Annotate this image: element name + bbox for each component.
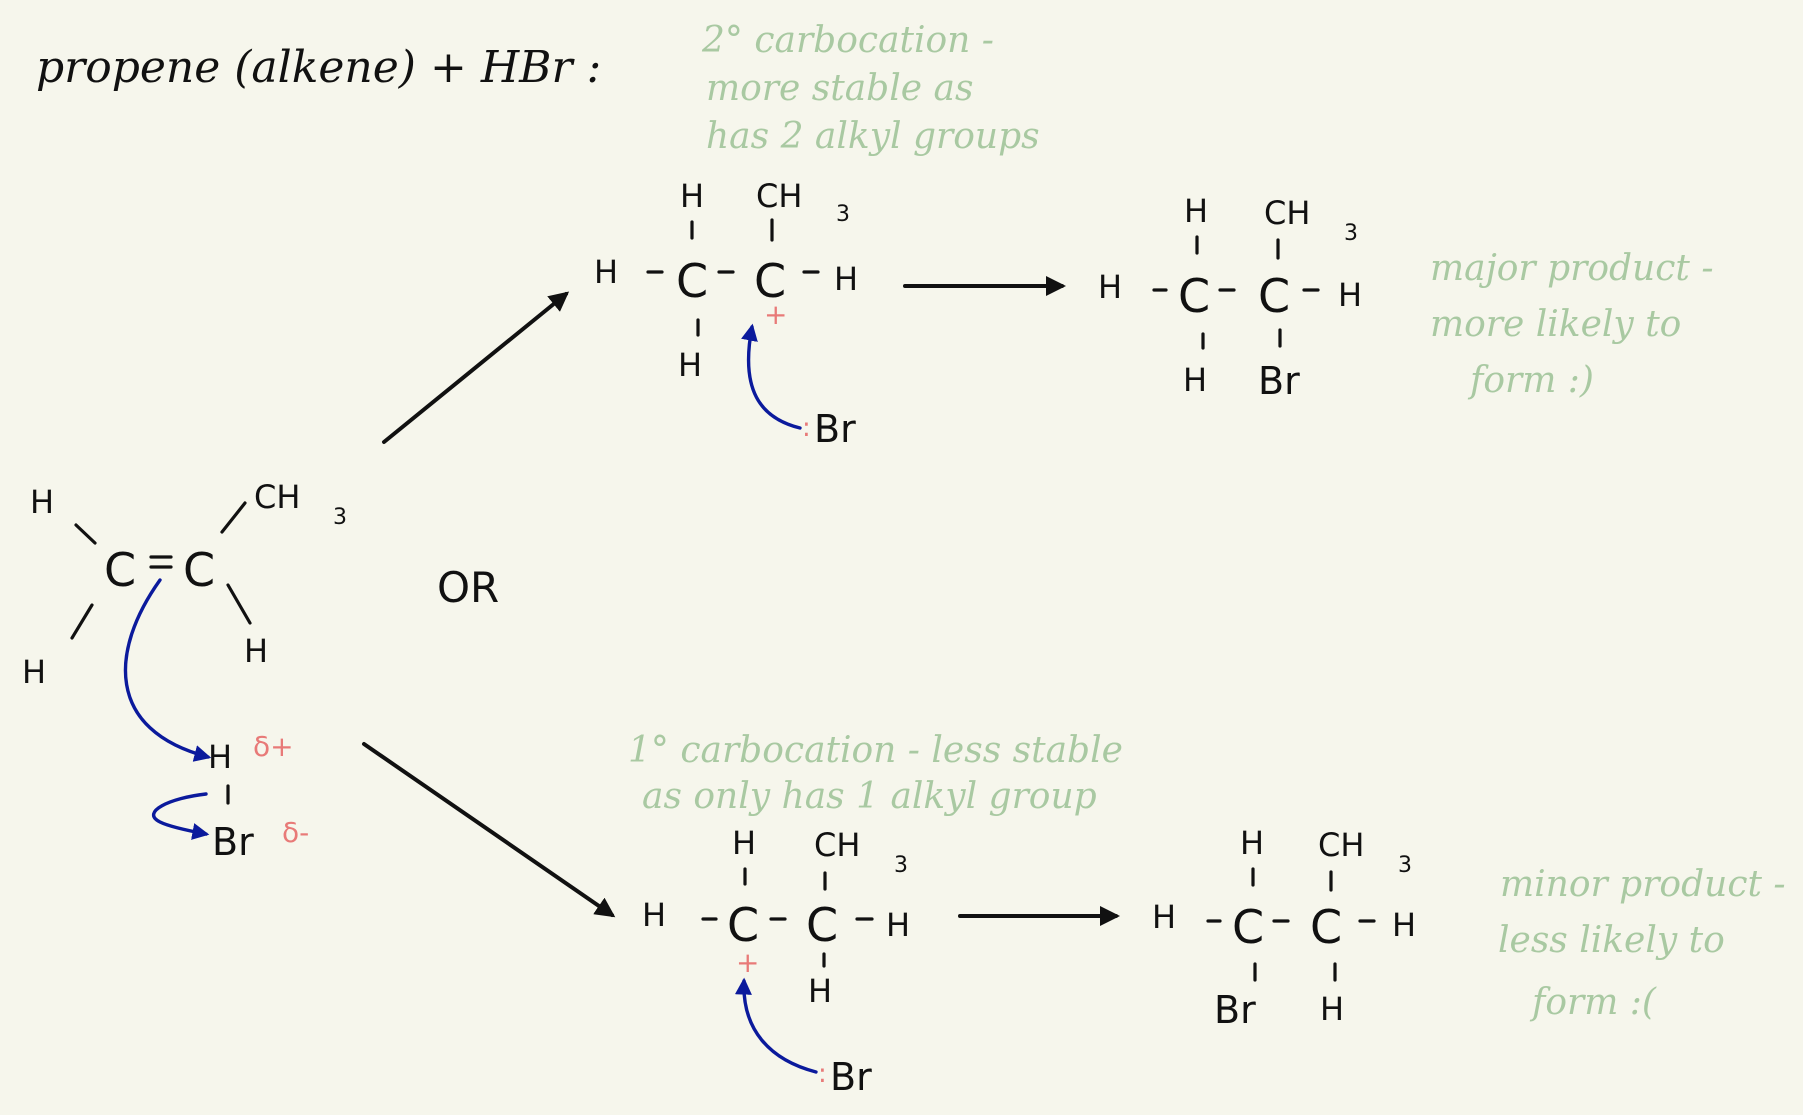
atom-ch3-group: CH	[1264, 194, 1310, 232]
propene-h-top-left: H	[30, 483, 54, 521]
note-line: form :(	[1529, 982, 1657, 1023]
atom-h: H	[1184, 192, 1208, 230]
delta-minus-label: δ-	[282, 816, 309, 849]
hbr-br: Br	[212, 820, 254, 864]
bromide-ion: Br	[814, 407, 856, 451]
curly-arrow-bromide-attack	[741, 323, 802, 430]
atom-h: H	[680, 177, 704, 215]
atom-c-cationic: C	[754, 254, 786, 308]
propene-c1: C	[104, 543, 136, 597]
atom-h: H	[1392, 906, 1416, 944]
ch3-subscript: 3	[1398, 853, 1412, 878]
note-minor-product: minor product - less likely to form :(	[1498, 864, 1786, 1023]
ch3-subscript: 3	[1344, 221, 1358, 246]
delta-plus-label: δ+	[253, 730, 294, 763]
note-line: major product -	[1430, 248, 1713, 289]
minor-product-molecule: H CH 3 H C C H Br H	[1152, 824, 1416, 1032]
atom-h: H	[1320, 990, 1344, 1028]
atom-ch3-group: CH	[814, 826, 860, 864]
note-line: minor product -	[1500, 864, 1786, 905]
atom-c: C	[676, 254, 708, 308]
propene-ch3-group: CH	[254, 478, 300, 516]
hbr-molecule: H δ+ Br δ-	[208, 730, 309, 864]
note-secondary-carbocation: 2° carbocation - more stable as has 2 al…	[701, 20, 1040, 157]
bond	[70, 603, 94, 640]
atom-h: H	[594, 253, 618, 291]
bond	[226, 583, 252, 625]
note-primary-carbocation: 1° carbocation - less stable as only has…	[628, 730, 1123, 817]
atom-h: H	[1338, 276, 1362, 314]
atom-c: C	[1258, 269, 1290, 323]
atom-c: C	[1232, 900, 1264, 954]
atom-h: H	[678, 346, 702, 384]
page-title: propene (alkene) + HBr :	[36, 42, 601, 93]
atom-br: Br	[1214, 988, 1256, 1032]
note-line: has 2 alkyl groups	[706, 116, 1040, 157]
ch3-subscript: 3	[894, 853, 908, 878]
atom-h: H	[1183, 361, 1207, 399]
hbr-h: H	[208, 738, 232, 776]
atom-br: Br	[1258, 359, 1300, 403]
bond	[74, 523, 97, 545]
major-product-molecule: H CH 3 H C C H H Br	[1098, 192, 1362, 403]
secondary-carbocation: H CH 3 H C C H + H : Br	[594, 177, 858, 451]
note-line: 2° carbocation -	[701, 20, 994, 61]
positive-charge: +	[764, 298, 787, 331]
atom-h: H	[1240, 824, 1264, 862]
bromide-ion: Br	[830, 1055, 872, 1099]
atom-h: H	[1098, 268, 1122, 306]
propene-h-bottom-left: H	[22, 653, 46, 691]
note-line: 1° carbocation - less stable	[628, 730, 1123, 771]
bond	[220, 501, 247, 534]
note-major-product: major product - more likely to form :)	[1430, 248, 1713, 401]
arrow-to-secondary-carbocation	[382, 291, 570, 444]
arrow-to-primary-carbocation	[362, 742, 616, 918]
atom-c: C	[1310, 900, 1342, 954]
atom-h: H	[642, 896, 666, 934]
lone-pair: :	[818, 1059, 827, 1089]
curly-arrow-bromide-attack	[734, 977, 818, 1074]
note-line: as only has 1 alkyl group	[642, 776, 1097, 817]
atom-c-cationic: C	[727, 898, 759, 952]
atom-h: H	[1152, 898, 1176, 936]
atom-ch3-group: CH	[756, 177, 802, 215]
ch3-subscript: 3	[836, 202, 850, 227]
atom-c: C	[1178, 269, 1210, 323]
atom-h: H	[834, 260, 858, 298]
primary-carbocation: H CH 3 H C C H + H : Br	[642, 824, 910, 1099]
or-label: OR	[437, 563, 499, 612]
atom-h: H	[732, 824, 756, 862]
propene-ch3-subscript: 3	[333, 505, 347, 530]
propene-h-bottom-right: H	[244, 632, 268, 670]
note-line: less likely to	[1498, 920, 1725, 961]
note-line: form :)	[1467, 360, 1594, 401]
atom-h: H	[886, 906, 910, 944]
atom-ch3-group: CH	[1318, 826, 1364, 864]
curly-arrow-hbr-heterolysis	[151, 792, 210, 840]
propene-c2: C	[183, 543, 215, 597]
note-line: more likely to	[1430, 304, 1681, 345]
atom-h: H	[808, 972, 832, 1010]
lone-pair: :	[802, 413, 811, 443]
positive-charge: +	[736, 946, 759, 979]
curly-arrow-pi-to-h	[123, 578, 212, 762]
atom-c: C	[806, 898, 838, 952]
note-line: more stable as	[706, 68, 973, 109]
propene-molecule: H C C CH 3 H H	[22, 478, 347, 691]
